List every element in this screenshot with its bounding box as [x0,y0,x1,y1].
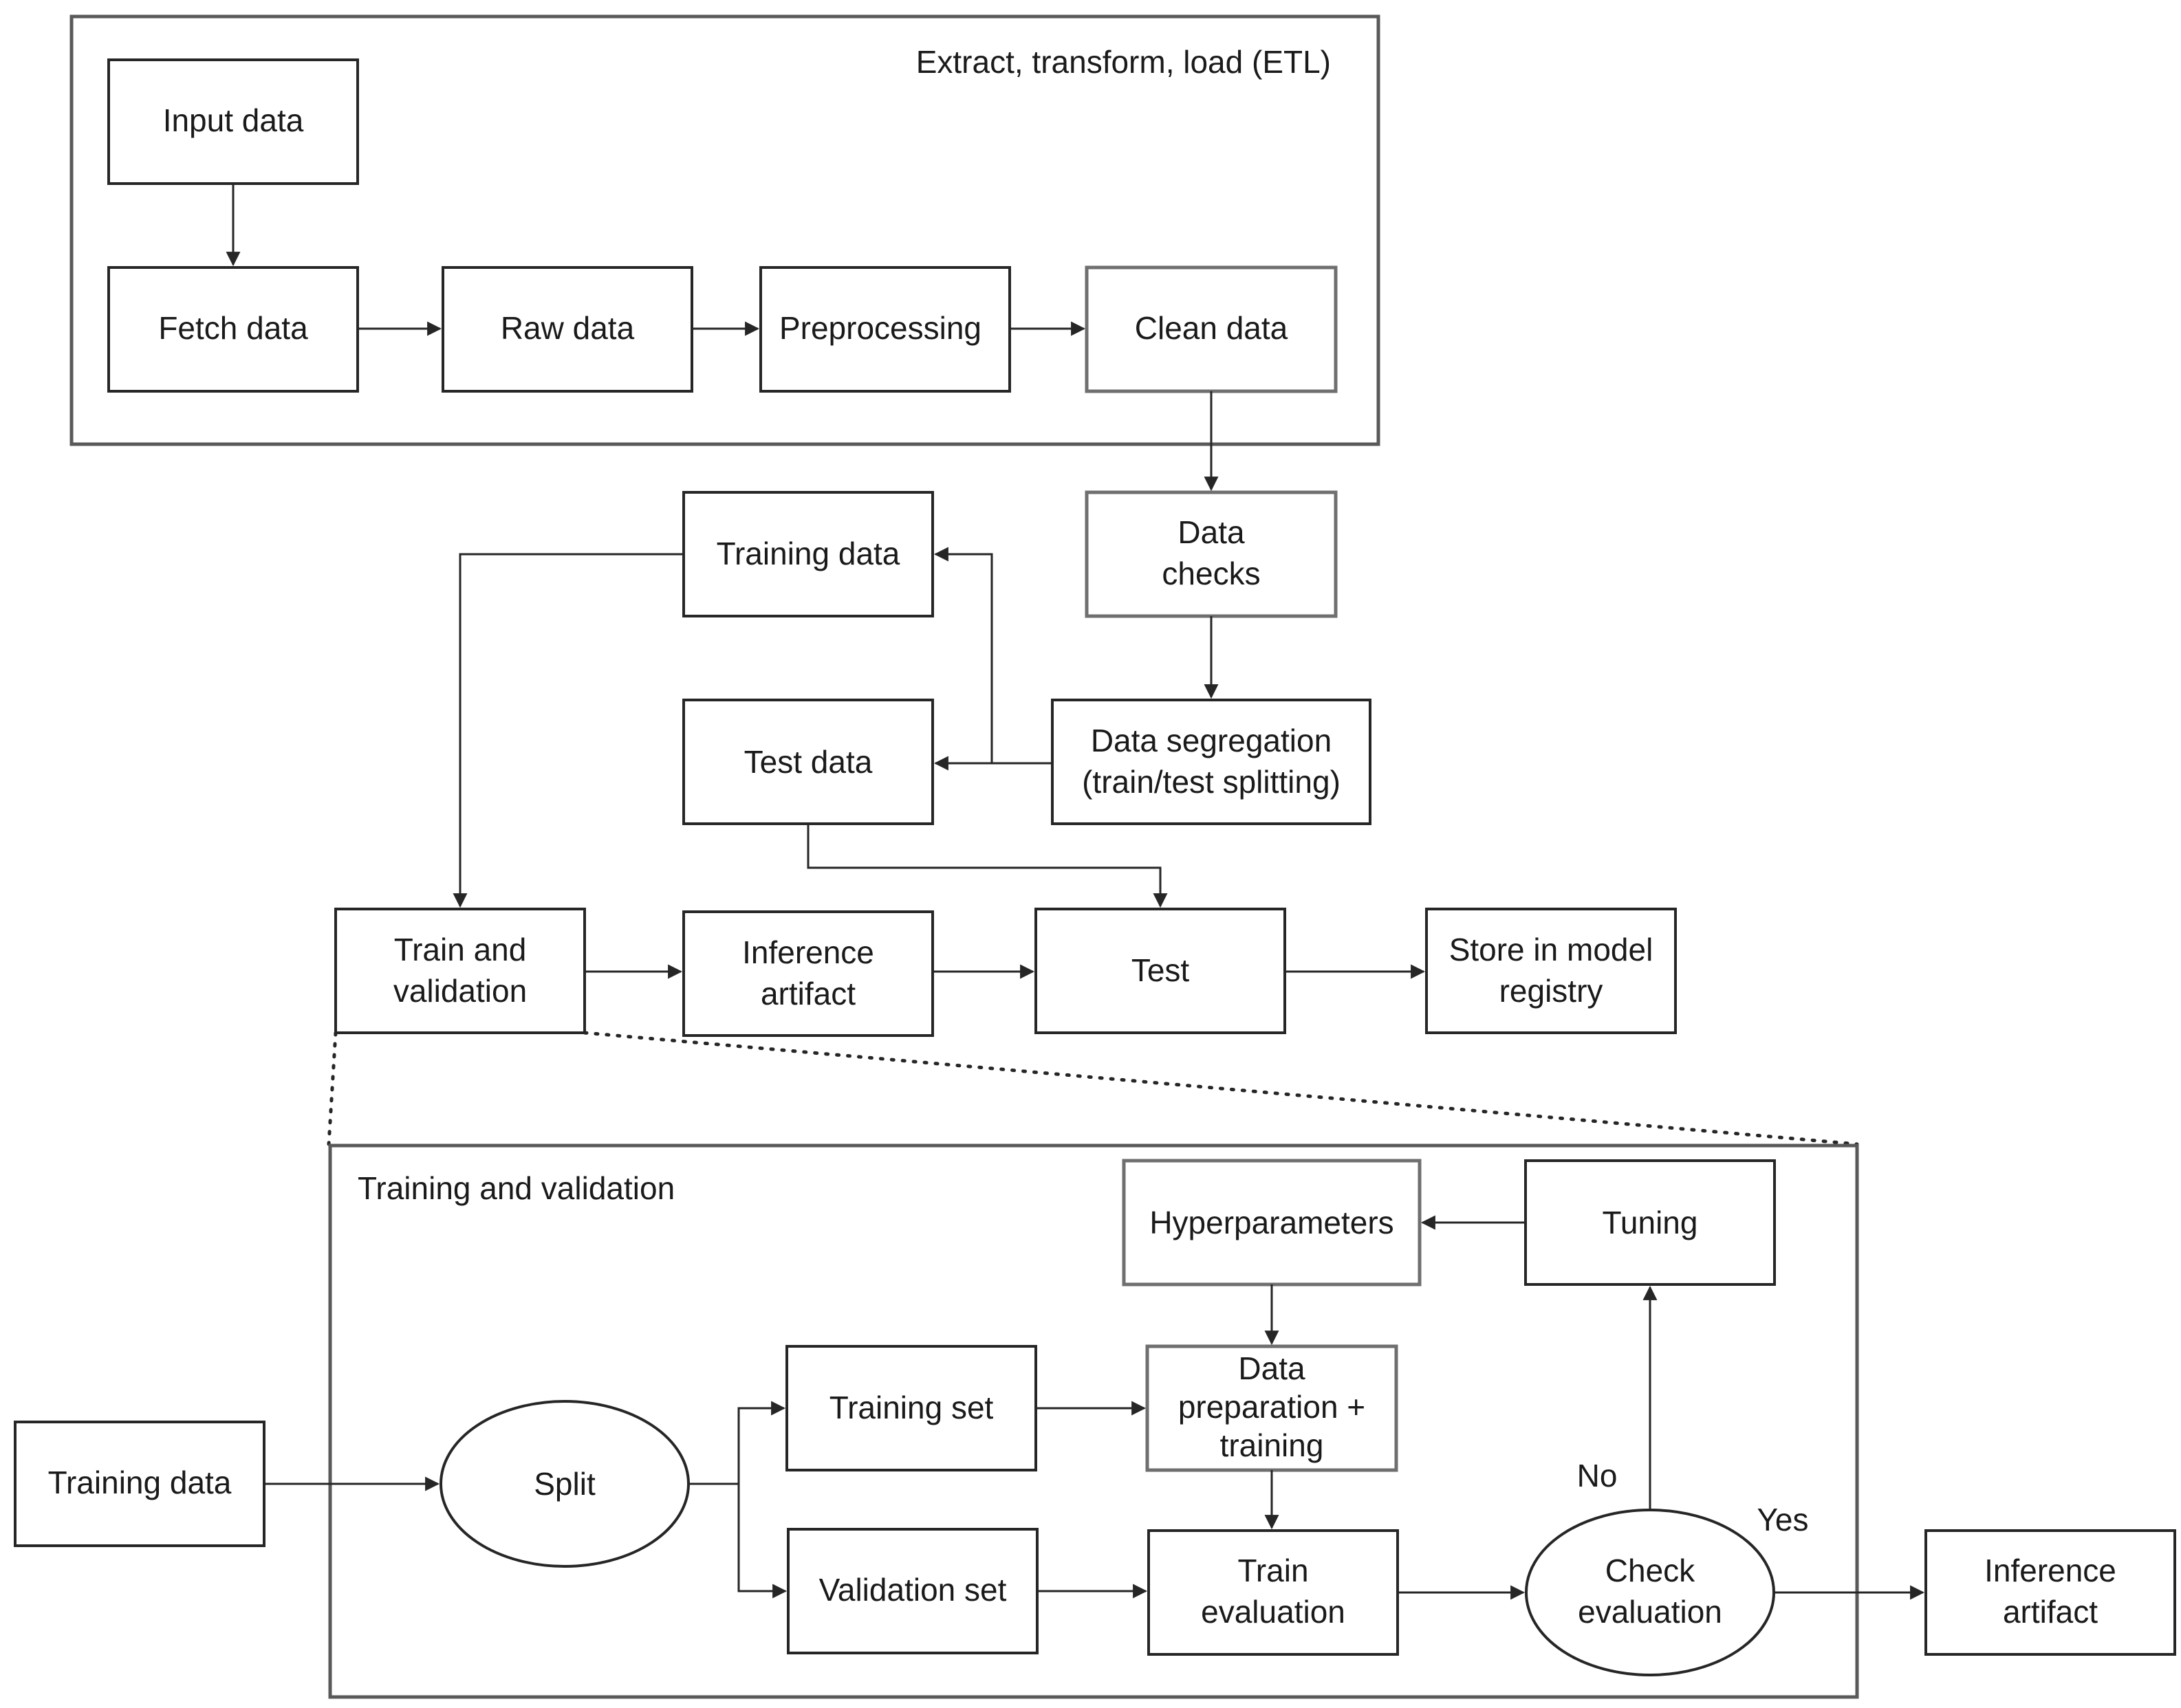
preprocessing-box[interactable]: Preprocessing [759,266,1011,393]
store-registry-box[interactable]: Store in model registry [1425,908,1677,1034]
data-prep-training-box[interactable]: Data preparation + training [1145,1344,1398,1472]
data-checks-label-2: checks [1162,556,1260,591]
arrow-split-to-validation-set [737,1484,788,1599]
data-prep-label-3: training [1220,1427,1324,1463]
data-segregation-label-2: (train/test splitting) [1082,764,1341,800]
clean-data-label: Clean data [1135,310,1288,346]
input-data-box[interactable]: Input data [107,58,359,185]
inference-artifact-label-1: Inference [742,934,874,970]
inference-artifact-label-2: artifact [761,976,856,1011]
zoom-connector-right [583,1031,1859,1146]
data-checks-box[interactable]: Data checks [1085,490,1338,618]
tuning-label: Tuning [1603,1205,1698,1240]
detail-training-data-box[interactable]: Training data [14,1421,265,1547]
check-evaluation-label-1: Check [1605,1553,1695,1588]
training-data-label: Training data [717,536,900,571]
detail-training-data-label: Training data [48,1465,232,1500]
arrow-training-to-train-validation [453,553,684,908]
test-box[interactable]: Test [1034,908,1286,1034]
test-data-box[interactable]: Test data [682,699,934,825]
store-registry-label-1: Store in model [1449,932,1653,967]
split-label: Split [534,1466,596,1502]
training-set-box[interactable]: Training set [785,1345,1037,1471]
training-validation-frame [328,1143,1859,1699]
arrow-segregation-to-training [933,547,1052,765]
test-data-label: Test data [744,744,873,780]
training-data-box[interactable]: Training data [682,491,934,617]
arrow-split-to-training-set [688,1401,786,1485]
training-validation-title: Training and validation [358,1170,675,1206]
data-prep-label-1: Data [1238,1350,1305,1386]
train-validation-box[interactable]: Train and validation [334,908,586,1034]
train-evaluation-label-1: Train [1237,1553,1308,1588]
preprocessing-label: Preprocessing [779,310,981,346]
yes-branch-label: Yes [1757,1502,1808,1537]
split-ellipse[interactable]: Split [440,1400,690,1568]
data-checks-label-1: Data [1178,514,1245,550]
training-set-label: Training set [829,1390,994,1425]
train-validation-label-2: validation [393,973,527,1009]
data-segregation-label-1: Data segregation [1091,723,1332,758]
train-evaluation-box[interactable]: Train evaluation [1147,1529,1399,1656]
tuning-box[interactable]: Tuning [1524,1159,1776,1286]
raw-data-box[interactable]: Raw data [442,266,693,393]
validation-set-box[interactable]: Validation set [787,1528,1039,1654]
detail-inference-artifact-box[interactable]: Inference artifact [1924,1529,2176,1656]
validation-set-label: Validation set [819,1572,1007,1608]
check-evaluation-label-2: evaluation [1578,1594,1722,1630]
etl-frame [69,14,1380,446]
detail-inference-artifact-label-1: Inference [1984,1553,2116,1588]
arrow-test-data-to-test [807,824,1168,908]
clean-data-box[interactable]: Clean data [1085,265,1338,393]
inference-artifact-box[interactable]: Inference artifact [682,910,934,1037]
fetch-data-label: Fetch data [158,310,308,346]
hyperparameters-label: Hyperparameters [1149,1205,1393,1240]
train-evaluation-label-2: evaluation [1201,1594,1345,1630]
data-prep-label-2: preparation + [1178,1389,1365,1425]
etl-title: Extract, transform, load (ETL) [916,44,1331,80]
test-label: Test [1131,952,1190,988]
zoom-connector-left [327,1031,338,1146]
hyperparameters-box[interactable]: Hyperparameters [1122,1159,1422,1287]
check-evaluation-ellipse[interactable]: Check evaluation [1525,1509,1775,1676]
detail-inference-artifact-label-2: artifact [2003,1594,2098,1630]
fetch-data-box[interactable]: Fetch data [107,266,359,393]
raw-data-label: Raw data [501,310,635,346]
input-data-label: Input data [163,102,304,138]
no-branch-label: No [1577,1458,1618,1493]
data-segregation-box[interactable]: Data segregation (train/test splitting) [1051,699,1371,825]
train-validation-label-1: Train and [394,932,527,967]
store-registry-label-2: registry [1499,973,1603,1009]
